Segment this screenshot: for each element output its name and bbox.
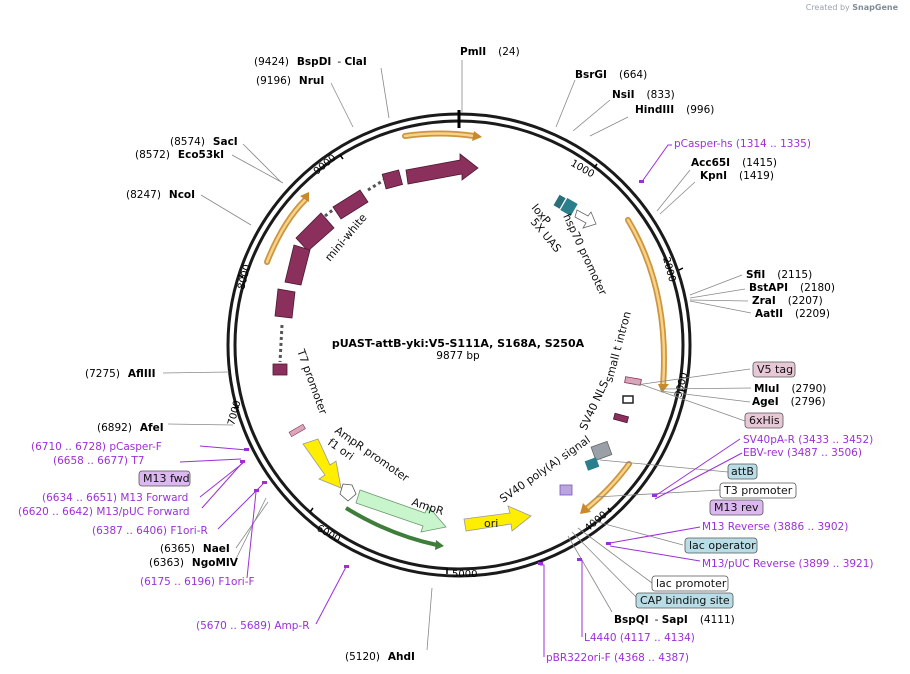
enzyme-mlui: MluI(2790) xyxy=(754,383,826,395)
enzyme-acc65i: Acc65I(1415) xyxy=(691,157,777,169)
ampr-promoter xyxy=(339,483,357,502)
primer-pcasper-f: (6710 .. 6728) pCasper-F xyxy=(31,441,162,453)
enzyme-kpni: KpnI(1419) xyxy=(700,170,774,182)
tick-marks xyxy=(233,154,686,574)
primer-ebv-rev: EBV-rev (3487 .. 3506) xyxy=(743,447,862,459)
orf-arcs-light xyxy=(265,132,666,512)
primer-pcasper-hs: pCasper-hs (1314 .. 1335) xyxy=(674,138,811,150)
svg-text:CAP binding site: CAP binding site xyxy=(640,594,730,607)
polya-label: SV40 poly(A) signal xyxy=(497,433,592,505)
t7-marker xyxy=(288,423,306,438)
box-lac-promoter: lac promoter xyxy=(651,575,729,592)
enzyme-sfii: SfiI(2115) xyxy=(746,269,812,281)
box-m13-rev: M13 rev xyxy=(709,499,764,516)
intron-region xyxy=(559,376,642,496)
enzyme-ahdi: (5120)AhdI xyxy=(345,651,415,663)
enzyme-bspqi-sapi: BspQI- SapI(4111) xyxy=(614,614,735,626)
ori-label: ori xyxy=(484,517,498,530)
f1ori-feature xyxy=(302,438,342,489)
enzyme-hindiii: HindIII(996) xyxy=(635,104,714,116)
enzyme-bspdi-clai: (9424)BspDI- ClaI xyxy=(254,56,367,68)
enzyme-ngomiv: (6363)NgoMIV xyxy=(149,557,239,569)
mini-white-intron-dashes xyxy=(278,178,385,363)
ampr-feature xyxy=(355,489,447,533)
box-lac-operator: lac operator xyxy=(684,537,758,554)
snapgene-credit: Created by SnapGene xyxy=(805,3,898,12)
t7prom-label: T7 promoter xyxy=(294,347,330,417)
mini-white-feature xyxy=(272,153,479,376)
ampr-green-arrow xyxy=(435,540,444,550)
enzyme-bstapi: BstAPI(2180) xyxy=(749,282,835,294)
primer-m13-puc-reverse: M13/pUC Reverse (3899 .. 3921) xyxy=(702,558,874,570)
primer-amp-r: (5670 .. 5689) Amp-R xyxy=(196,620,310,632)
enzyme-agei: AgeI(2796) xyxy=(752,396,826,408)
svg-text:T3 promoter: T3 promoter xyxy=(723,484,793,497)
primer-m13-puc-forward: (6620 .. 6642) M13/pUC Forward xyxy=(18,506,190,518)
tick-1000: 1000 xyxy=(569,158,597,180)
box-v5tag: V5 tag xyxy=(752,361,796,378)
enzyme-saci: (8574)SacI xyxy=(170,136,238,148)
enzyme-nsii: NsiI(833) xyxy=(612,89,675,101)
enzyme-afei: (6892)AfeI xyxy=(97,422,164,434)
box-cap-binding-site: CAP binding site xyxy=(635,592,734,609)
uas-region xyxy=(553,194,597,229)
tick-5000: 5000 xyxy=(452,569,477,580)
box-t3-promoter: T3 promoter xyxy=(719,482,797,499)
plasmid-size: 9877 bp xyxy=(436,350,480,362)
intron-label: small t intron xyxy=(602,310,633,384)
enzyme-bsrgi: BsrGI(664) xyxy=(575,69,647,81)
primer-m13-forward: (6634 .. 6651) M13 Forward xyxy=(42,492,188,504)
svg-text:V5 tag: V5 tag xyxy=(757,363,793,376)
enzyme-zrai: ZraI(2207) xyxy=(752,295,823,307)
enzyme-naei: (6365)NaeI xyxy=(160,543,230,555)
enzyme-aatii: AatII(2209) xyxy=(755,308,830,320)
mini-white-label: mini-white xyxy=(322,211,369,264)
primer-sv40pa-r: SV40pA-R (3433 .. 3452) xyxy=(743,434,873,446)
enzyme-afliii: (7275)AflIII xyxy=(85,368,156,380)
primer-m13-reverse: M13 Reverse (3886 .. 3902) xyxy=(702,521,848,533)
ampr-green-arc xyxy=(344,506,438,547)
box-m13-fwd: M13 fwd xyxy=(138,470,191,487)
snapgene-logo: SnapGene xyxy=(852,3,898,12)
svg-text:lac promoter: lac promoter xyxy=(656,577,727,590)
primer-connectors xyxy=(179,144,743,657)
primer-t7: (6658 .. 6677) T7 xyxy=(53,455,144,467)
primer-l4440: L4440 (4117 .. 4134) xyxy=(584,632,695,644)
svg-text:M13 rev: M13 rev xyxy=(714,501,759,514)
primer-f1ori-f: (6175 .. 6196) F1ori-F xyxy=(140,576,255,588)
nls-label: SV40 NLS xyxy=(577,378,611,432)
orf-arrow-right xyxy=(658,384,669,393)
enzyme-connectors xyxy=(162,60,752,651)
box-attb: attB xyxy=(727,463,758,480)
svg-text:M13 fwd: M13 fwd xyxy=(143,472,190,485)
tick-8000: 8000 xyxy=(236,263,253,290)
enzyme-ncoi: (8247)NcoI xyxy=(126,189,195,201)
orf-arrow-left xyxy=(300,192,309,202)
primer-markers xyxy=(240,180,657,568)
svg-text:lac operator: lac operator xyxy=(689,539,756,552)
svg-text:attB: attB xyxy=(731,465,754,478)
enzyme-eco53ki: (8572)Eco53kI xyxy=(135,149,224,161)
orf-arrow-top xyxy=(472,131,482,141)
primer-pbr322ori-f: pBR322ori-F (4368 .. 4387) xyxy=(546,652,689,664)
enzyme-nrui: (9196)NruI xyxy=(256,75,324,87)
orf-arrow-bottom xyxy=(580,503,591,514)
primer-f1ori-r: (6387 .. 6406) F1ori-R xyxy=(92,525,208,537)
ori-feature xyxy=(463,505,532,532)
plasmid-name: pUAST-attB-yki:V5-S111A, S168A, S250A xyxy=(332,337,585,350)
enzyme-pmli: PmlI(24) xyxy=(460,46,520,58)
svg-text:6xHis: 6xHis xyxy=(749,414,780,427)
box-6xhis: 6xHis xyxy=(744,412,784,429)
